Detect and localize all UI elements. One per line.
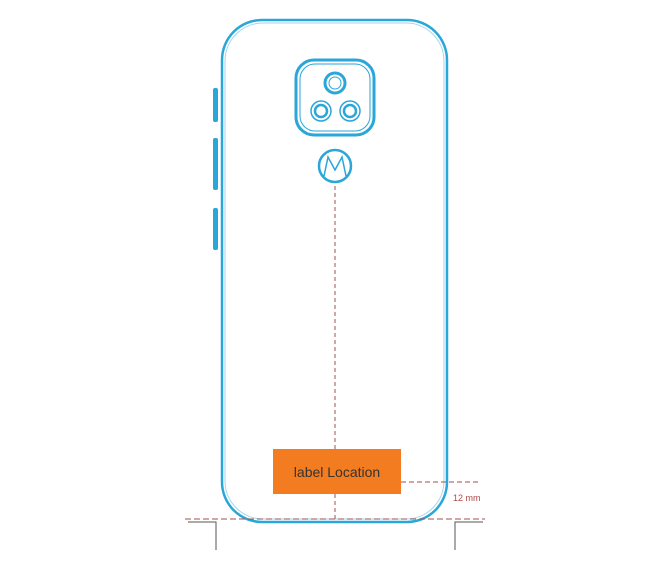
label-location-box: label Location [273,449,401,494]
dimension-label: 12 mm [453,493,481,503]
side-button-3 [213,208,218,250]
camera-lens-left [310,100,332,122]
camera-lens-right [339,100,361,122]
left-ground-line [188,521,217,550]
phone-outline [220,18,449,524]
side-button-1 [213,88,218,122]
label-location-text: label Location [293,463,381,480]
motorola-logo-icon [317,148,353,184]
camera-module [294,58,376,137]
camera-lens-top [323,71,347,95]
right-ground-line [454,521,483,550]
side-button-2 [213,138,218,190]
